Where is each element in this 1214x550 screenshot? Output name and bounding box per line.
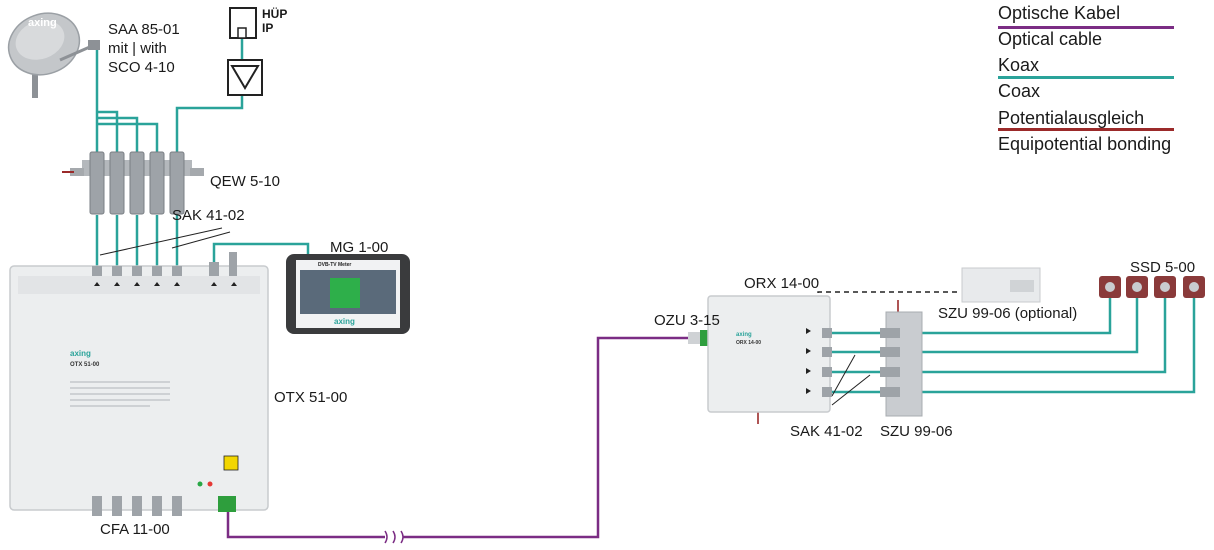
optional-link-dashed — [817, 291, 960, 302]
label-ssd: SSD 5-00 — [1130, 259, 1196, 276]
sak-pointer-lines — [99, 227, 871, 406]
orx-model-text: ORX 14-00 — [736, 340, 761, 346]
coax-szu-to-ssd-4 — [898, 292, 1196, 394]
legend-coax-en: Coax — [998, 81, 1041, 101]
legend-bonding-en: Equipotential bonding — [998, 134, 1172, 154]
legend-bonding-line — [998, 128, 1174, 131]
legend-optical-line — [998, 26, 1174, 29]
ssd-sockets — [1099, 276, 1205, 298]
legend-bonding-de: Potentialausgleich — [998, 108, 1145, 128]
qew-device — [62, 151, 204, 215]
amplifier-symbol — [227, 59, 263, 96]
label-saa-line3: SCO 4-10 — [108, 59, 175, 76]
coax-dish-to-qew-4 — [97, 122, 159, 158]
label-saa-line1: SAA 85-01 — [108, 21, 180, 38]
label-sak-bottom: SAK 41-02 — [790, 423, 863, 440]
label-szu: SZU 99-06 — [880, 423, 953, 440]
label-mg: MG 1-00 — [330, 239, 389, 256]
mg-meter-device: DVB-TV Meter axing — [286, 254, 410, 334]
szu-optional-device — [961, 267, 1041, 303]
mg-screen-title: DVB-TV Meter — [318, 262, 351, 268]
optical-otx-to-ozu — [226, 336, 690, 539]
coax-dish-to-qew-2 — [97, 110, 119, 158]
orx-device: axing ORX 14-00 — [707, 295, 832, 413]
legend-optical-de: Optische Kabel — [998, 3, 1121, 23]
label-sak-top: SAK 41-02 — [172, 207, 245, 224]
label-qew: QEW 5-10 — [210, 173, 281, 190]
coax-szu-to-ssd-2 — [898, 292, 1139, 354]
coax-dish-to-qew-3 — [97, 116, 139, 158]
label-ozu: OZU 3-15 — [654, 312, 720, 329]
label-otx: OTX 51-00 — [274, 389, 348, 406]
legend-coax-line — [998, 76, 1174, 79]
mg-logo: axing — [334, 317, 355, 326]
coax-otx-to-mg — [212, 242, 310, 268]
legend-optical-en: Optical cable — [998, 29, 1103, 49]
coax-szu-to-ssd-3 — [898, 292, 1167, 374]
label-szu-optional: SZU 99-06 (optional) — [938, 305, 1078, 322]
optical-cables — [226, 336, 690, 544]
label-saa-line2: mit | with — [108, 40, 167, 57]
otx-model-text: OTX 51-00 — [70, 362, 100, 368]
hup-box — [229, 7, 257, 39]
fiber-break-mark — [384, 530, 404, 544]
dish-logo: axing — [28, 17, 57, 29]
coax-hup-to-qew — [175, 38, 244, 158]
legend-coax-de: Koax — [998, 55, 1040, 75]
satellite-dish: axing — [7, 12, 100, 98]
orx-logo: axing — [736, 332, 752, 338]
label-hup-line2: IP — [262, 21, 274, 35]
label-cfa: CFA 11-00 — [100, 521, 170, 538]
szu-device — [880, 311, 923, 417]
label-hup-line1: HÜP — [262, 7, 288, 21]
label-orx: ORX 14-00 — [744, 275, 820, 292]
otx-logo: axing — [70, 349, 91, 358]
coax-szu-to-ssd-1 — [898, 292, 1112, 335]
otx-device: axing OTX 51-00 — [9, 252, 269, 516]
